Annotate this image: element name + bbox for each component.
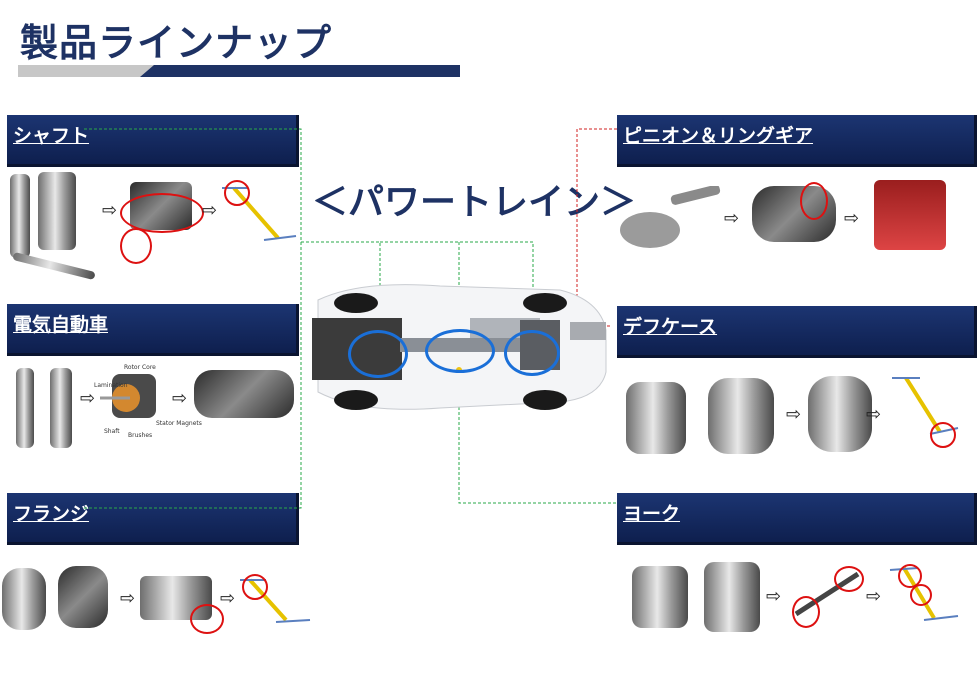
motor-illustration [100, 374, 156, 418]
category-ev: 電気自動車 [7, 304, 299, 356]
diff-case-image [626, 382, 686, 454]
arrow-icon: ⇨ [220, 588, 236, 609]
ev-chassis-image [194, 370, 294, 418]
category-label: 電気自動車 [13, 314, 109, 336]
powertrain-heading: ＜パワートレイン＞ [312, 182, 637, 223]
highlight-ring [834, 566, 864, 592]
arrow-icon: ⇨ [102, 200, 118, 221]
arrow-icon: ⇨ [724, 208, 740, 229]
motor-label: Rotor Core [124, 364, 156, 371]
yoke-image [632, 566, 688, 628]
arrow-icon: ⇨ [120, 588, 136, 609]
diff-case-image [708, 378, 774, 454]
category-label: シャフト [13, 125, 90, 147]
highlight-ring [792, 596, 820, 628]
highlight-ring [120, 193, 204, 233]
highlight-ring [504, 330, 560, 376]
category-yoke: ヨーク [617, 493, 977, 545]
highlight-ring [898, 564, 922, 588]
arrow-icon: ⇨ [80, 388, 96, 409]
category-shaft: シャフト [7, 115, 299, 167]
axle-diagram [874, 180, 946, 250]
category-pinion: ピニオン＆リングギア [617, 115, 977, 167]
highlight-ring [348, 330, 408, 378]
highlight-ring [800, 182, 828, 220]
category-diffcase: デフケース [617, 306, 977, 358]
pinion-gear-image [620, 186, 721, 248]
ev-shaft-image [16, 368, 34, 448]
shaft-image [38, 172, 76, 250]
highlight-ring [190, 604, 224, 634]
highlight-ring [224, 180, 250, 206]
title-underline-grey [18, 65, 178, 77]
category-flange: フランジ [7, 493, 299, 545]
highlight-ring [120, 228, 152, 264]
highlight-ring [930, 422, 956, 448]
category-label: デフケース [623, 316, 718, 338]
arrow-icon: ⇨ [172, 388, 188, 409]
highlight-ring [242, 574, 268, 600]
title-underline-navy [140, 65, 460, 77]
highlight-ring [910, 584, 932, 606]
arrow-icon: ⇨ [866, 404, 882, 425]
arrow-icon: ⇨ [766, 586, 782, 607]
category-label: フランジ [13, 503, 90, 525]
shaft-image [10, 174, 30, 258]
category-label: ヨーク [623, 503, 681, 525]
motor-label: Shaft [104, 428, 120, 435]
motor-label: Brushes [128, 432, 153, 439]
motor-label: Lamination [94, 382, 128, 389]
flange-image [2, 568, 46, 630]
arrow-icon: ⇨ [844, 208, 860, 229]
category-label: ピニオン＆リングギア [623, 125, 814, 147]
page-title: 製品ラインナップ [20, 21, 333, 65]
arrow-icon: ⇨ [866, 586, 882, 607]
arrow-icon: ⇨ [202, 200, 218, 221]
ev-shaft-image [50, 368, 72, 448]
diff-assembly-image [808, 376, 872, 452]
motor-label: Stator Magnets [156, 420, 202, 427]
flange-image [58, 566, 108, 628]
arrow-icon: ⇨ [786, 404, 802, 425]
yoke-image [704, 562, 760, 632]
highlight-ring [425, 329, 495, 373]
